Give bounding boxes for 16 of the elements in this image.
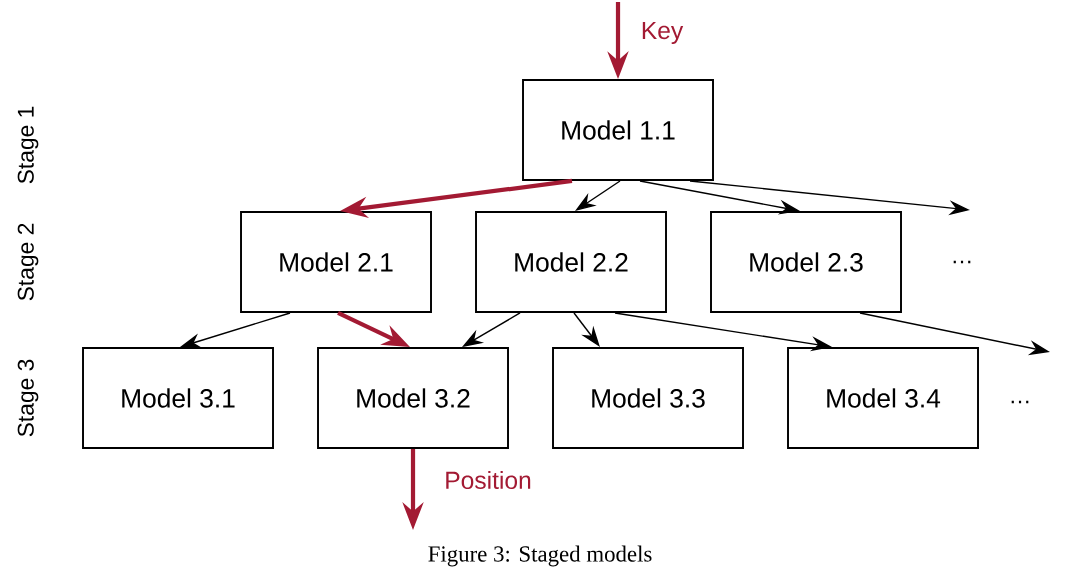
- edge-label: Key: [639, 20, 685, 46]
- model-box: Model 2.1: [240, 211, 432, 313]
- stage-label: Stage 2: [17, 223, 39, 301]
- caption: Figure 3: Staged models: [428, 545, 652, 567]
- edge-label: Position: [442, 469, 534, 491]
- stage-label: Stage 1: [17, 106, 39, 184]
- model-box: Model 3.4: [787, 347, 979, 449]
- stage-label: Stage 3: [17, 359, 39, 437]
- model-box: Model 3.2: [317, 347, 509, 449]
- model-box: Model 2.3: [710, 211, 902, 313]
- ellipsis: …: [953, 260, 971, 264]
- model-box: Model 1.1: [522, 79, 714, 181]
- ellipsis: …: [1011, 400, 1029, 404]
- model-box: Model 3.1: [82, 347, 274, 449]
- model-box: Model 3.3: [552, 347, 744, 449]
- model-box: Model 2.2: [475, 211, 667, 313]
